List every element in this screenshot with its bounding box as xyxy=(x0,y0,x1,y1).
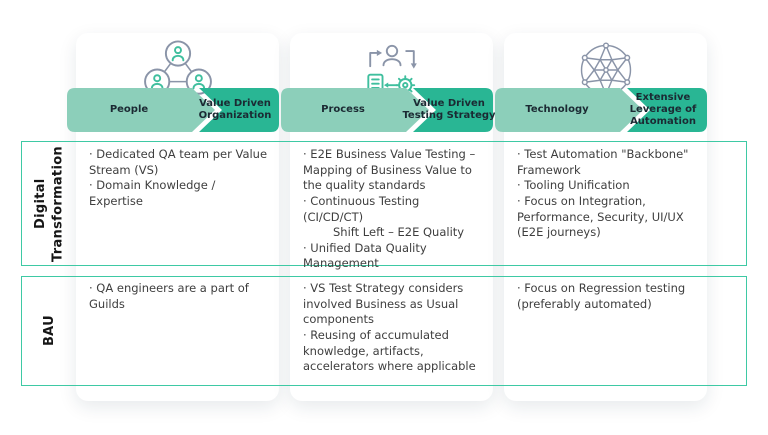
bullet-item: · Test Automation "Backbone" Framework xyxy=(517,147,689,177)
cell-bau-process: · VS Test Strategy considers involved Bu… xyxy=(303,281,483,375)
bullet-item: · Focus on Regression testing (preferabl… xyxy=(517,281,686,311)
bullet-item: · Unified Data Quality Management xyxy=(303,240,427,271)
bullet-item: · Continuous Testing (CI/CD/CT) xyxy=(303,193,420,224)
bullet-item: · Focus on Integration, Performance, Sec… xyxy=(517,193,684,240)
digital-transformation-row-box xyxy=(21,141,747,266)
arrow-banner-technology: Technology Extensive Leverage of Automat… xyxy=(495,88,707,132)
bullet-item: · Dedicated QA team per Value Stream (VS… xyxy=(89,147,268,177)
bullet-item: · Tooling Unification xyxy=(517,178,630,193)
people-network-icon xyxy=(76,39,279,101)
row-label-bau: BAU xyxy=(42,315,58,347)
cell-dt-process: · E2E Business Value Testing – Mapping o… xyxy=(303,147,483,272)
bullet-item: · Reusing of accumulated knowledge, arti… xyxy=(303,327,476,374)
goal-label-technology: Extensive Leverage of Automation xyxy=(629,91,697,128)
bau-row-box xyxy=(21,276,747,386)
goal-label-process: Value Driven Testing Strategy xyxy=(402,97,496,121)
cell-dt-people: · Dedicated QA team per Value Stream (VS… xyxy=(89,147,269,210)
bullet-item: · VS Test Strategy considers involved Bu… xyxy=(303,281,464,327)
cell-bau-technology: · Focus on Regression testing (preferabl… xyxy=(517,281,697,312)
bullet-item: · QA engineers are a part of Guilds xyxy=(89,281,249,311)
arrow-banner-process: Process Value Driven Testing Strategy xyxy=(281,88,496,132)
goal-label-people: Value Driven Organization xyxy=(198,97,272,121)
stage-label-people: People xyxy=(109,103,149,115)
bullet-item: · Domain Knowledge / Expertise xyxy=(89,178,216,208)
row-label-digital-transformation: Digital Transformation xyxy=(33,145,66,262)
cell-dt-technology: · Test Automation "Backbone" Framework· … xyxy=(517,147,697,241)
stage-label-technology: Technology xyxy=(525,103,589,115)
bullet-item: Shift Left – E2E Quality xyxy=(333,225,465,240)
stage-label-process: Process xyxy=(321,103,365,115)
bullet-item: · E2E Business Value Testing – Mapping o… xyxy=(303,147,476,193)
cell-bau-people: · QA engineers are a part of Guilds xyxy=(89,281,269,312)
arrow-banner-people: People Value Driven Organization xyxy=(67,88,279,132)
